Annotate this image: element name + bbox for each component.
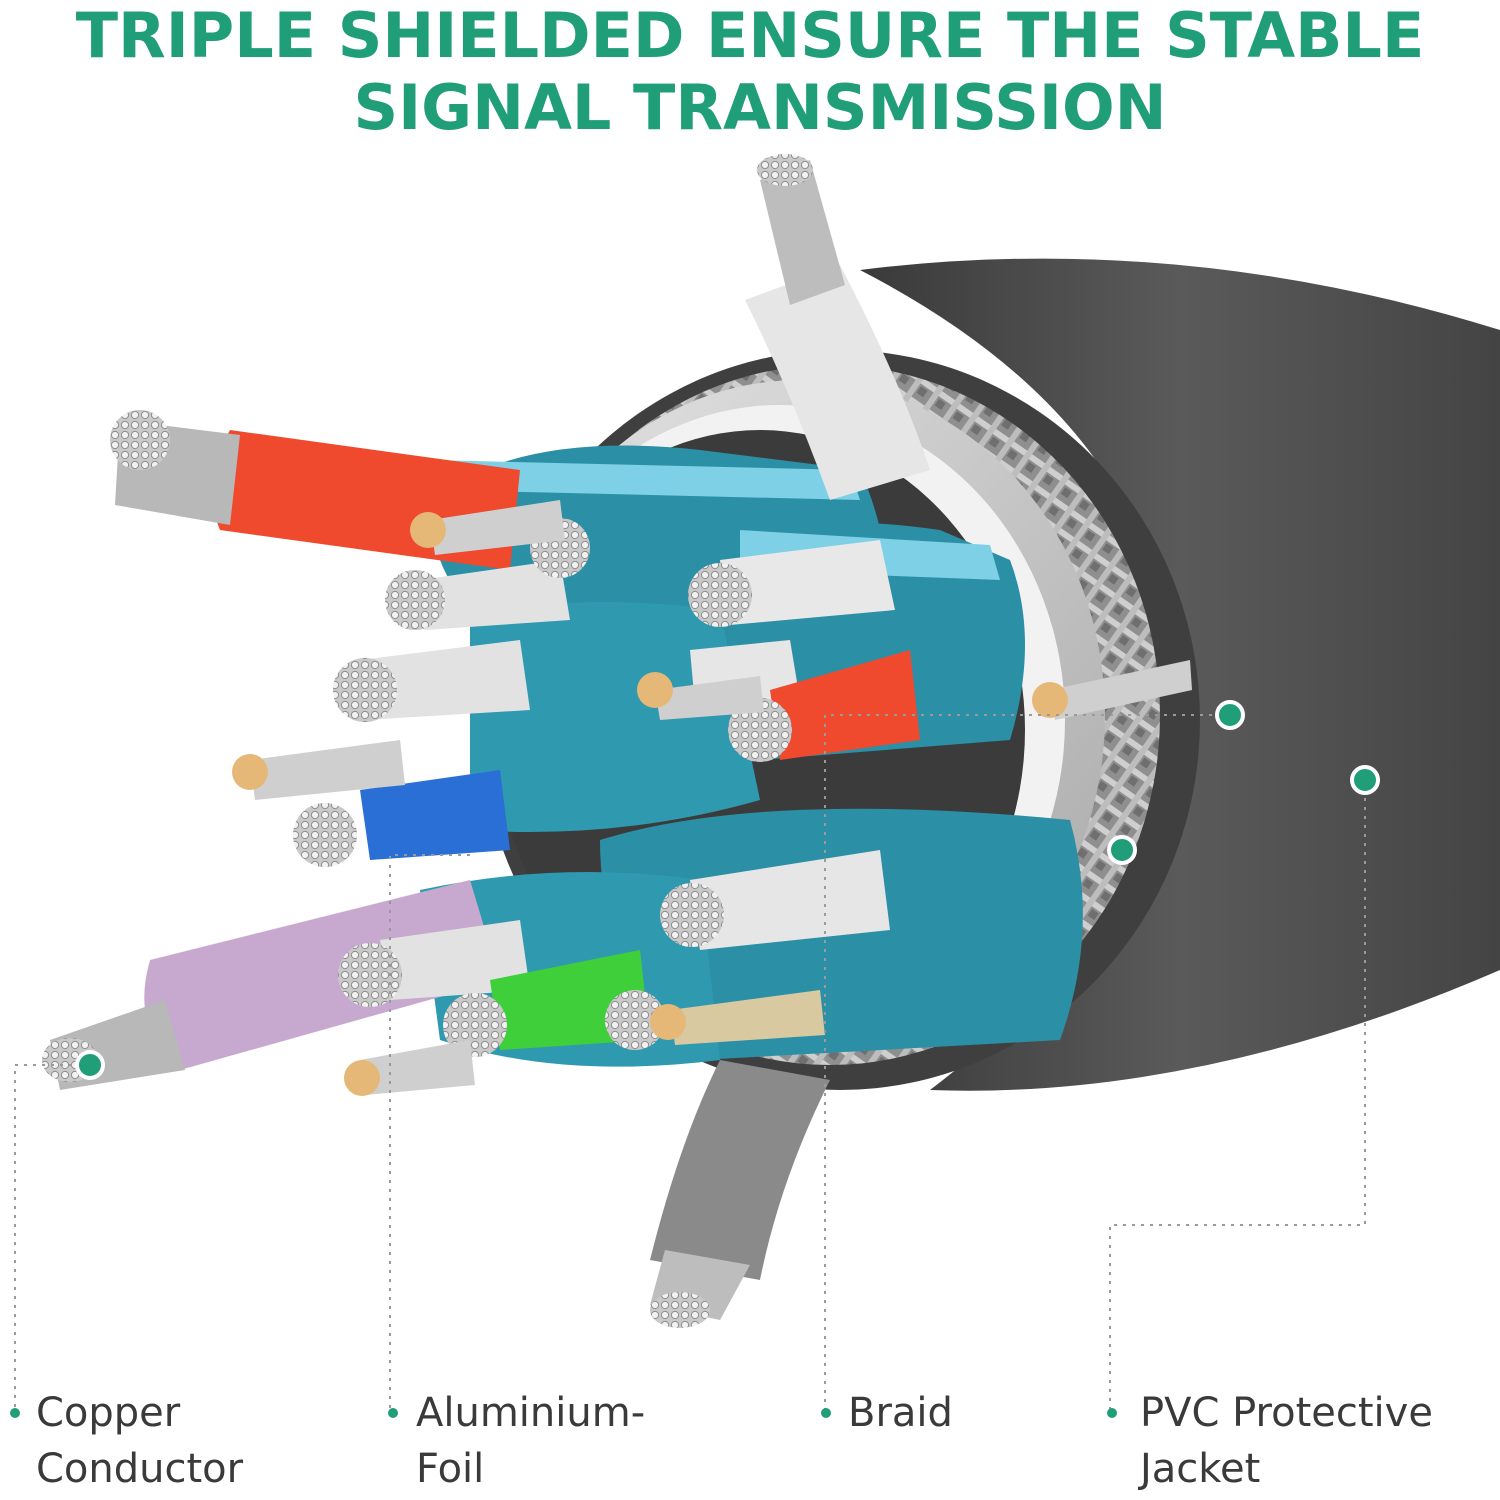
label-braid-line1: Braid xyxy=(848,1390,953,1436)
label-foil-line2: Foil xyxy=(416,1446,485,1492)
jacket-label-dot xyxy=(1107,1408,1117,1418)
label-foil-line1: Aluminium- xyxy=(416,1390,646,1436)
foil-marker xyxy=(1107,835,1137,865)
label-jacket-line1: PVC Protective xyxy=(1140,1390,1433,1436)
callout-lines xyxy=(14,714,1366,1410)
bottom-grey-wire xyxy=(650,1060,830,1328)
label-copper-line2: Conductor xyxy=(36,1446,244,1492)
top-white-wire xyxy=(745,154,930,500)
page-title: TRIPLE SHIELDED ENSURE THE STABLE SIGNAL… xyxy=(0,0,1500,144)
foil-label-dot xyxy=(388,1408,398,1418)
jacket-marker xyxy=(1350,765,1380,795)
label-braid: Braid xyxy=(848,1385,953,1441)
callout-markers xyxy=(10,700,1380,1418)
label-jacket-line2: Jacket xyxy=(1140,1446,1261,1492)
title-line-2: SIGNAL TRANSMISSION xyxy=(353,71,1167,144)
label-copper-conductor: Copper Conductor xyxy=(36,1385,243,1497)
label-aluminium-foil: Aluminium- Foil xyxy=(416,1385,645,1497)
label-copper-line1: Copper xyxy=(36,1390,181,1436)
label-pvc-jacket: PVC Protective Jacket xyxy=(1140,1385,1433,1497)
title-line-1: TRIPLE SHIELDED ENSURE THE STABLE xyxy=(75,0,1425,72)
copper-marker xyxy=(75,1050,105,1080)
braid-marker xyxy=(1215,700,1245,730)
braid-label-dot xyxy=(821,1408,831,1418)
copper-label-dot xyxy=(10,1408,20,1418)
inner-wires xyxy=(232,500,1192,1096)
